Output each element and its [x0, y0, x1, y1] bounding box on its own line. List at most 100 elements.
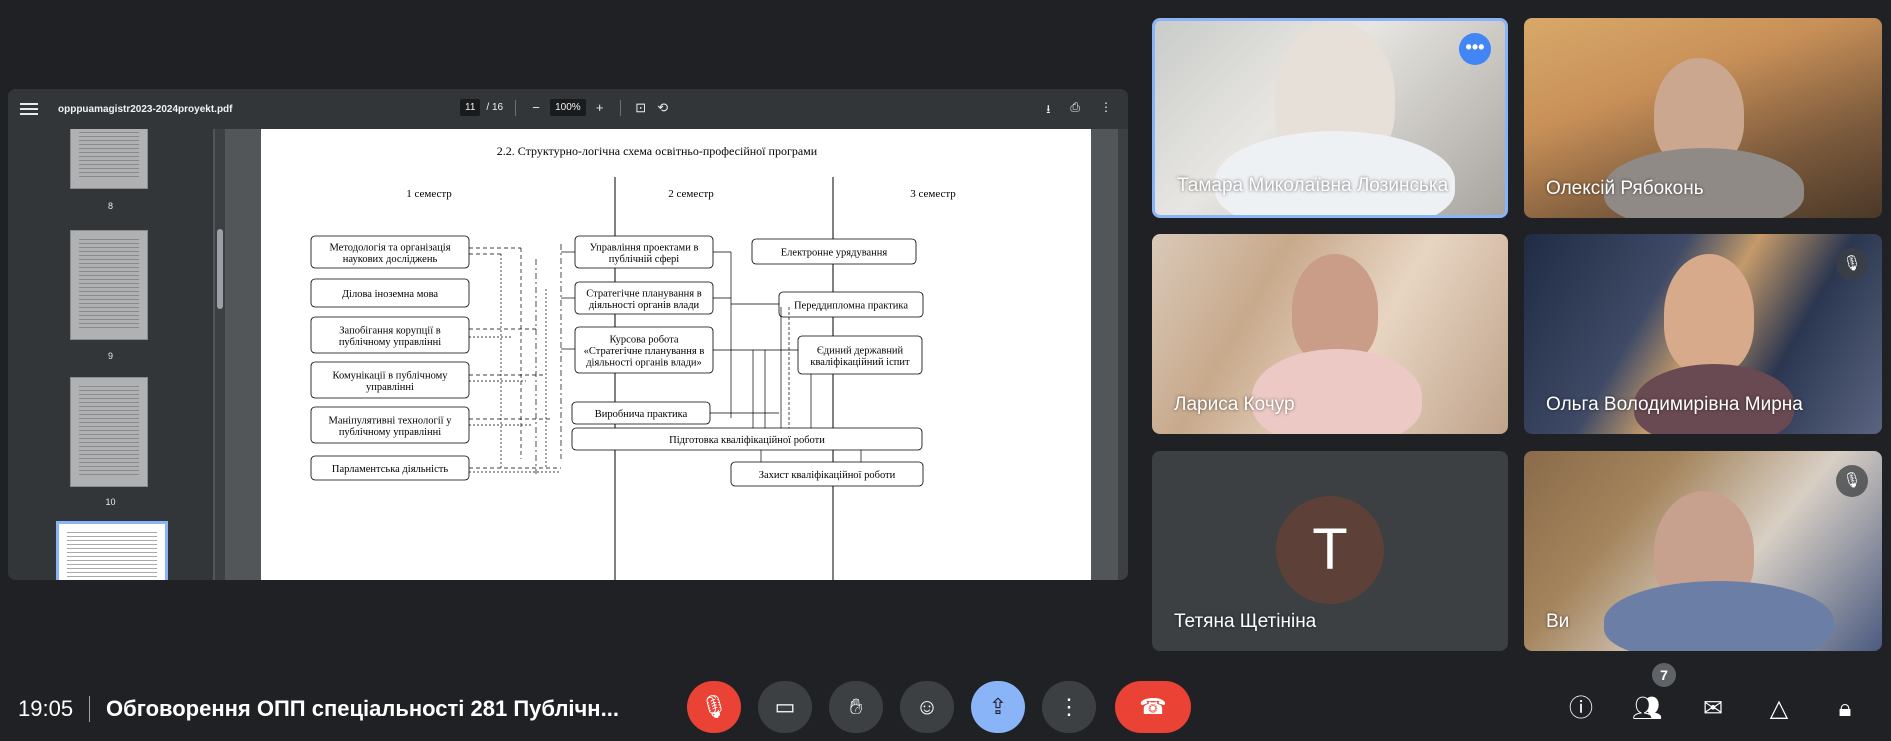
sem1-course-label: Методологія та організація — [329, 242, 450, 253]
participant-tile[interactable]: 🎙︎ Ольга Володимирівна Мирна — [1524, 234, 1882, 434]
meeting-title: Обговорення ОПП спеціальності 281 Публіч… — [106, 696, 619, 721]
thumbnail-page-10[interactable] — [70, 377, 148, 487]
sem1-course-box — [310, 278, 470, 308]
thumbnail-page-9[interactable] — [70, 230, 148, 340]
semester-2-label: 2 семестр — [668, 188, 714, 200]
sem2-course-label: Управління проектами в — [590, 242, 699, 253]
present-screen-icon: ⇪ — [988, 694, 1008, 719]
page-total: / 16 — [486, 102, 504, 113]
zoom-out-icon[interactable]: − — [532, 100, 540, 115]
sem1-course-box — [310, 235, 470, 269]
more-options-icon[interactable]: ⋮ — [1100, 100, 1112, 114]
thumbnail-sidebar: 8 9 10 — [8, 129, 213, 580]
raise-hand-button[interactable]: ✋︎ — [829, 681, 883, 733]
zoom-in-icon[interactable]: + — [595, 100, 604, 115]
participant-tile[interactable]: 🎙︎ Ви — [1524, 451, 1882, 651]
sem2-course-label: діяльності органів влади» — [586, 358, 702, 369]
sem1-course-label: публічному управлінні — [339, 427, 441, 438]
zoom-input[interactable]: 100% — [550, 99, 586, 116]
mic-off-icon: 🎙︎ — [1836, 248, 1868, 280]
mic-off-icon: 🎙︎ — [1836, 465, 1868, 497]
sem3-course-box — [778, 291, 924, 318]
participant-tile[interactable]: Лариса Кочур — [1152, 234, 1508, 434]
chat-icon[interactable]: ✉︎ — [1702, 695, 1724, 722]
download-icon[interactable]: ⭳ — [1046, 102, 1051, 116]
sem1-course-label: Парламентська діяльність — [332, 464, 448, 475]
pdf-toolbar: opppuamagistr2023-2024proyekt.pdf 11 / 1… — [8, 89, 1128, 129]
bottom-control-bar: 19:05 Обговорення ОПП спеціальності 281 … — [0, 672, 1891, 741]
semester-3-label: 3 семестр — [910, 188, 956, 200]
semester-1-label: 1 семестр — [406, 188, 452, 200]
more-vert-icon: ⋮ — [1058, 694, 1080, 719]
thumbnail-label: 10 — [105, 497, 116, 507]
menu-icon[interactable] — [20, 103, 38, 115]
structural-logic-diagram: 2.2. Структурно-логічна схема освітньо-п… — [310, 144, 956, 580]
sem2-course-label: «Стратегічне планування в — [584, 346, 705, 357]
sem2-course-box — [571, 427, 923, 451]
mic-toggle-button[interactable]: 🎙︎ — [687, 681, 741, 733]
page-scrollbar[interactable] — [1118, 129, 1128, 580]
thumbnail-page-11[interactable] — [56, 521, 168, 580]
participant-name: Лариса Кочур — [1174, 394, 1295, 415]
sem3-course-box — [730, 461, 924, 487]
people-count-badge: 7 — [1652, 663, 1676, 687]
hand-icon: ✋︎ — [849, 694, 863, 719]
camera-toggle-button[interactable]: ▭ — [758, 681, 812, 733]
reactions-button[interactable]: ☺ — [900, 681, 954, 733]
sem1-course-box — [310, 361, 470, 399]
sem3-course-label: Переддипломна практика — [794, 301, 908, 312]
participant-tile[interactable]: T Тетяна Щетініна — [1152, 451, 1508, 651]
meeting-info-icon[interactable]: ⓘ — [1569, 695, 1593, 722]
rotate-icon[interactable]: ⟲ — [657, 99, 669, 115]
sem1-course-label: наукових досліджень — [343, 254, 438, 265]
sem1-course-label: Ділова іноземна мова — [342, 289, 439, 300]
sem3-course-label: кваліфікаційний іспит — [810, 357, 910, 368]
thumbnail-label: 8 — [107, 201, 113, 211]
sem2-course-label: Виробнича практика — [595, 409, 688, 420]
hang-up-icon: ☎︎ — [1139, 694, 1167, 719]
people-icon[interactable]: 👥︎ — [1631, 695, 1663, 722]
thumbnail-page-8[interactable] — [70, 129, 148, 189]
participant-name: Тетяна Щетініна — [1174, 611, 1317, 632]
fit-page-icon[interactable]: ⊡ — [635, 99, 647, 115]
sem2-course-label: публічній сфері — [609, 254, 680, 265]
pdf-viewer: opppuamagistr2023-2024proyekt.pdf 11 / 1… — [8, 89, 1128, 580]
participant-name: Ви — [1546, 611, 1570, 632]
leave-call-button[interactable]: ☎︎ — [1115, 681, 1191, 733]
participant-tile[interactable]: ••• Тамара Миколаївна Лозинська — [1152, 18, 1508, 218]
emoji-icon: ☺ — [915, 694, 939, 719]
mic-off-icon: 🎙︎ — [700, 694, 728, 719]
participant-name: Тамара Миколаївна Лозинська — [1177, 175, 1449, 196]
sem1-course-label: управлінні — [366, 382, 414, 393]
sem3-course-label: Електронне урядування — [781, 248, 888, 259]
pdf-page: 2.2. Структурно-логічна схема освітньо-п… — [261, 129, 1091, 580]
host-controls-icon[interactable]: 🔒︎ — [1838, 695, 1852, 722]
more-options-icon[interactable]: ••• — [1459, 33, 1491, 65]
sem2-course-label: Стратегічне планування в — [586, 288, 701, 299]
pdf-filename: opppuamagistr2023-2024proyekt.pdf — [58, 103, 233, 115]
participant-name: Ольга Володимирівна Мирна — [1546, 394, 1803, 415]
print-icon[interactable]: ⎙ — [1070, 100, 1080, 114]
page-number-input[interactable]: 11 — [460, 99, 481, 116]
thumbnail-scrollbar[interactable] — [215, 129, 225, 580]
more-options-button[interactable]: ⋮ — [1042, 681, 1096, 733]
sem1-course-label: публічному управлінні — [339, 337, 441, 348]
present-button[interactable]: ⇪ — [971, 681, 1025, 733]
sem3-course-box — [797, 335, 923, 375]
activities-icon[interactable]: △ — [1769, 695, 1789, 722]
participant-tile[interactable]: Олексій Рябоконь — [1524, 18, 1882, 218]
sem1-course-label: Комунікації в публічному — [332, 370, 448, 381]
sem1-course-label: Запобігання корупції в — [339, 325, 440, 336]
sem1-course-label: Маніпулятивні технології у — [329, 415, 453, 426]
camera-icon: ▭ — [774, 694, 796, 719]
page-title: 2.2. Структурно-логічна схема освітньо-п… — [497, 144, 818, 158]
clock: 19:05 — [18, 696, 74, 721]
sem3-course-label: Єдиний державний — [817, 345, 904, 356]
sem2-course-label: Курсова робота — [609, 335, 678, 346]
avatar: T — [1276, 496, 1384, 604]
sem3-course-label: Захист кваліфікаційної роботи — [759, 470, 896, 481]
sem1-course-box — [310, 316, 470, 354]
participant-name: Олексій Рябоконь — [1546, 178, 1704, 199]
sem2-course-label: діяльності органів влади — [589, 300, 700, 311]
